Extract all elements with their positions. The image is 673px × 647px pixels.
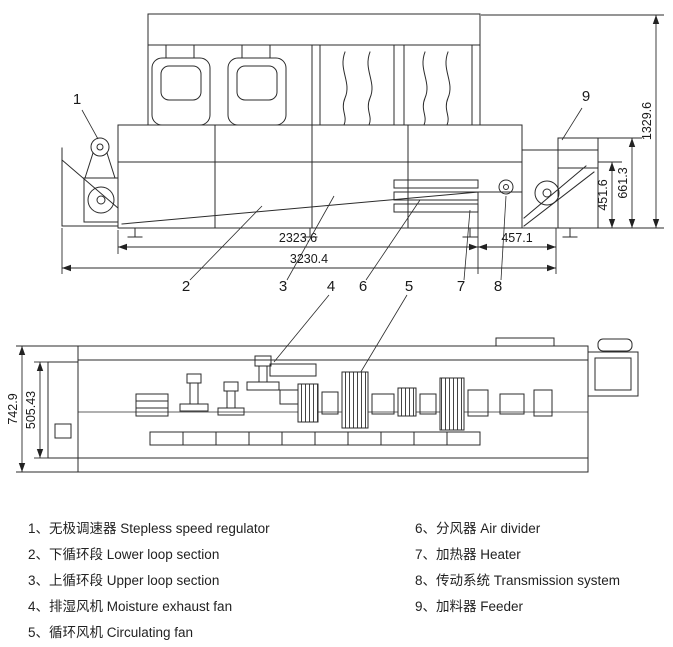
callout-3: 3 — [279, 278, 287, 295]
air-flow-curve — [445, 51, 451, 126]
exhaust-fan-module-2 — [227, 44, 287, 126]
discharge-end — [61, 137, 119, 227]
dim-total-width: 3230.4 — [290, 252, 328, 266]
callout-4: 4 — [327, 278, 335, 295]
legend-item-3: 3、上循环段 Upper loop section — [28, 573, 219, 588]
legend-item-2: 2、下循环段 Lower loop section — [28, 547, 219, 562]
plan-left-cap — [47, 361, 79, 459]
dim-belt-height: 451.6 — [596, 179, 610, 210]
discharge-roller — [87, 186, 115, 214]
main-body — [117, 124, 523, 229]
plan-components — [135, 355, 553, 446]
legend-item-6: 6、分风器 Air divider — [415, 521, 541, 536]
dim-plan-inner-depth: 505.43 — [24, 391, 38, 429]
air-duct-sections — [319, 44, 473, 126]
callout-7: 7 — [457, 278, 465, 295]
dim-feeder-width: 457.1 — [501, 231, 532, 245]
legend-item-9: 9、加料器 Feeder — [415, 599, 524, 614]
legend-item-5: 5、循环风机 Circulating fan — [28, 625, 193, 640]
segmented-rail — [149, 431, 481, 446]
circulating-fan-4 — [439, 377, 465, 431]
callouts: 1 9 2 3 4 6 5 7 8 — [73, 88, 590, 381]
inclined-belt-line — [121, 191, 479, 225]
dim-mid-height: 661.3 — [616, 167, 630, 198]
air-flow-curve — [342, 51, 348, 126]
air-flow-curve — [422, 51, 428, 126]
dim-inner-width: 2323.6 — [279, 231, 317, 245]
feeder-roller — [534, 180, 560, 206]
callout-5: 5 — [405, 278, 413, 295]
feeder-hopper-box — [557, 137, 599, 169]
valve-bolt-2 — [217, 381, 245, 416]
legend: 1、无极调速器 Stepless speed regulator 2、下循环段 … — [28, 521, 620, 640]
plan-view-dimensions: 742.9 505.43 — [6, 345, 78, 473]
plan-view — [47, 337, 639, 473]
top-housing — [147, 13, 481, 126]
legend-item-1: 1、无极调速器 Stepless speed regulator — [28, 521, 270, 536]
callout-1: 1 — [73, 91, 81, 108]
circulating-fan-1 — [297, 383, 319, 423]
side-view — [61, 13, 599, 238]
speed-regulator-pulley — [90, 137, 110, 157]
callout-leaders — [81, 107, 583, 381]
dim-total-height: 1329.6 — [640, 102, 654, 140]
legend-item-7: 7、加热器 Heater — [415, 547, 521, 562]
legend-item-8: 8、传动系统 Transmission system — [415, 573, 620, 588]
callout-6: 6 — [359, 278, 367, 295]
support-feet — [127, 227, 578, 238]
plan-right-extension — [495, 337, 639, 397]
air-flow-curve — [367, 51, 373, 126]
feeder-end — [521, 137, 599, 229]
exhaust-fan-module-1 — [151, 44, 211, 126]
circulating-fan-3 — [397, 387, 417, 417]
callout-9: 9 — [582, 88, 590, 105]
side-view-dimensions: 2323.6 457.1 3230.4 451.6 661.3 1329.6 — [61, 14, 664, 274]
moisture-exhaust-fan-plan — [246, 355, 317, 405]
transmission-wheel — [498, 179, 514, 195]
valve-bolt-1 — [179, 373, 209, 412]
callout-8: 8 — [494, 278, 502, 295]
plan-outer — [77, 345, 589, 473]
circulating-fan-2 — [341, 371, 369, 429]
legend-item-4: 4、排湿风机 Moisture exhaust fan — [28, 599, 232, 614]
dim-plan-total-depth: 742.9 — [6, 393, 20, 424]
callout-2: 2 — [182, 278, 190, 295]
